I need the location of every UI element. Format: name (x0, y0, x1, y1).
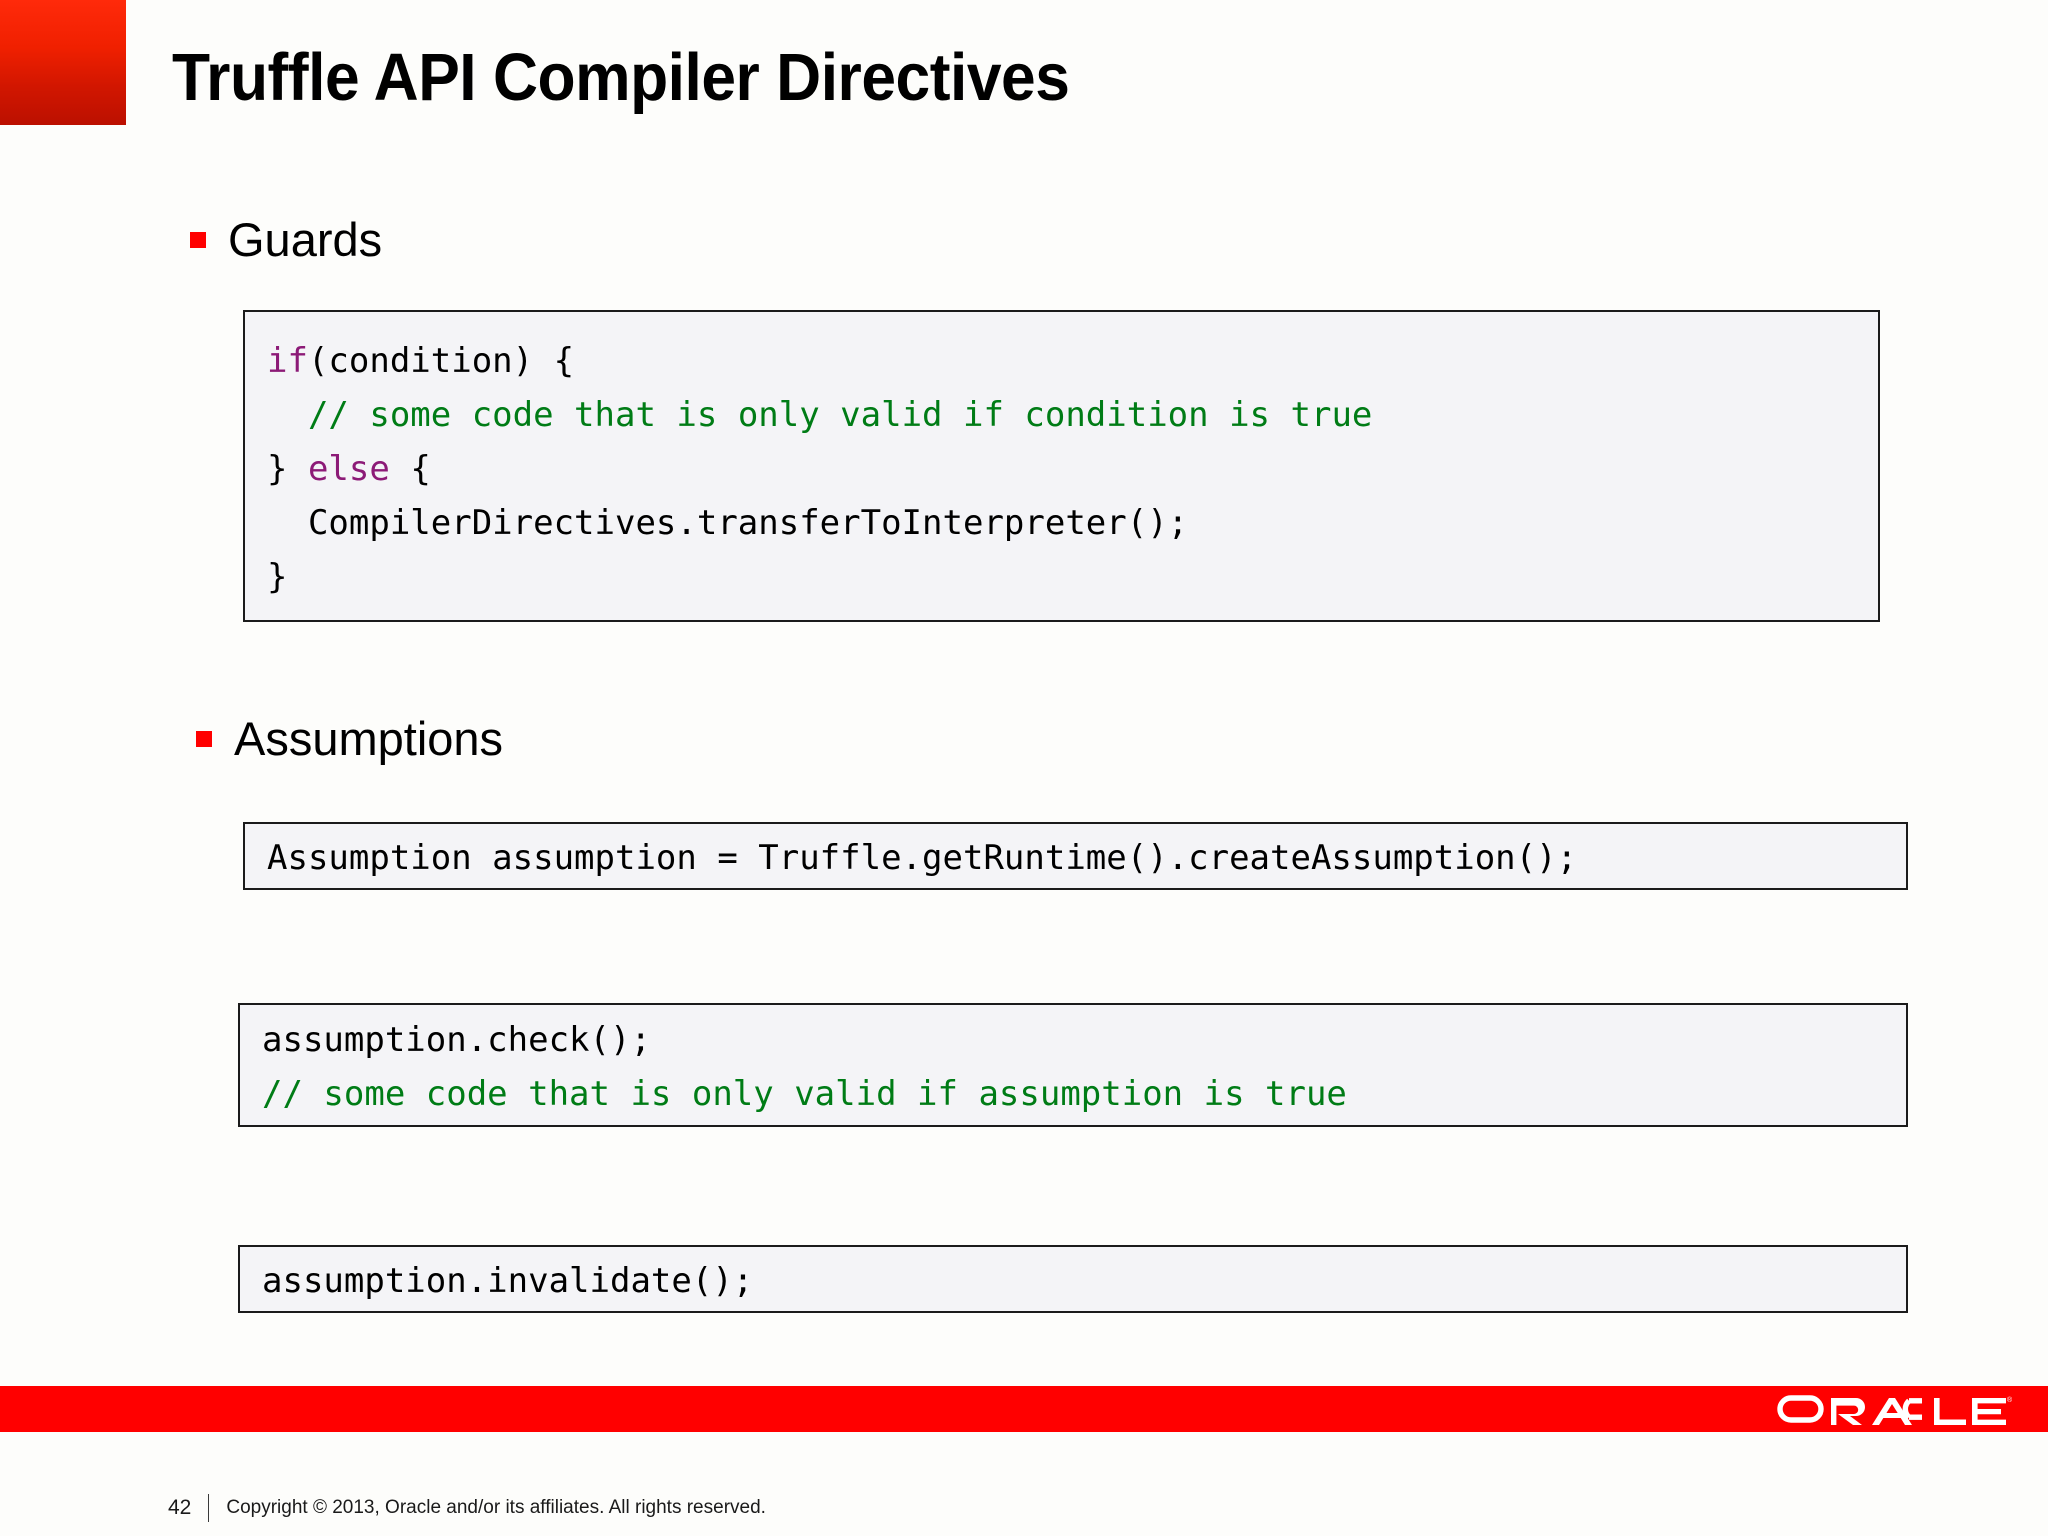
code-comment: // some code that is only valid if condi… (307, 395, 1373, 435)
code-line: // some code that is only valid if assum… (262, 1067, 1906, 1121)
square-bullet-icon (190, 231, 206, 248)
footer-red-band (0, 1386, 2048, 1432)
code-text: } (267, 557, 288, 597)
code-line: assumption.invalidate(); (262, 1254, 1906, 1308)
bullet-guards-label: Guards (228, 213, 383, 266)
footer-divider (208, 1494, 210, 1522)
page-title: Truffle API Compiler Directives (172, 40, 1070, 115)
code-line: Assumption assumption = Truffle.getRunti… (267, 831, 1906, 885)
code-text: (condition) { (307, 341, 575, 381)
code-text: assumption.invalidate(); (262, 1261, 754, 1301)
code-text: assumption.check(); (262, 1020, 651, 1060)
copyright-text: Copyright © 2013, Oracle and/or its affi… (226, 1497, 766, 1518)
svg-text:®: ® (2007, 1396, 2012, 1404)
bullet-guards: Guards (190, 216, 382, 263)
square-bullet-icon (196, 730, 212, 747)
code-block-assumption-create: Assumption assumption = Truffle.getRunti… (243, 822, 1908, 890)
code-line: if(condition) { (267, 334, 1878, 388)
decorative-corner-block (0, 0, 126, 125)
code-block-guards: if(condition) { // some code that is onl… (243, 310, 1880, 622)
code-text: } (267, 449, 308, 489)
code-comment: // some code that is only valid if assum… (262, 1074, 1347, 1114)
code-keyword: else (307, 449, 390, 489)
bullet-assumptions-label: Assumptions (234, 712, 504, 765)
oracle-logo: ® (1776, 1388, 2012, 1430)
code-line: } else { (267, 442, 1878, 496)
code-line: // some code that is only valid if condi… (267, 388, 1878, 442)
code-block-assumption-check: assumption.check(); // some code that is … (238, 1003, 1908, 1127)
page-number: 42 (168, 1496, 192, 1519)
code-text: Assumption assumption = Truffle.getRunti… (267, 838, 1578, 878)
footer-meta: 42 Copyright © 2013, Oracle and/or its a… (168, 1494, 766, 1522)
code-line: CompilerDirectives.transferToInterpreter… (267, 496, 1878, 550)
code-text: CompilerDirectives.transferToInterpreter… (267, 503, 1189, 543)
code-line: } (267, 550, 1878, 604)
bullet-assumptions: Assumptions (196, 715, 503, 762)
code-block-assumption-invalidate: assumption.invalidate(); (238, 1245, 1908, 1313)
code-text: { (389, 449, 431, 489)
code-keyword: if (267, 341, 308, 381)
code-line: assumption.check(); (262, 1013, 1906, 1067)
code-text (267, 395, 308, 435)
